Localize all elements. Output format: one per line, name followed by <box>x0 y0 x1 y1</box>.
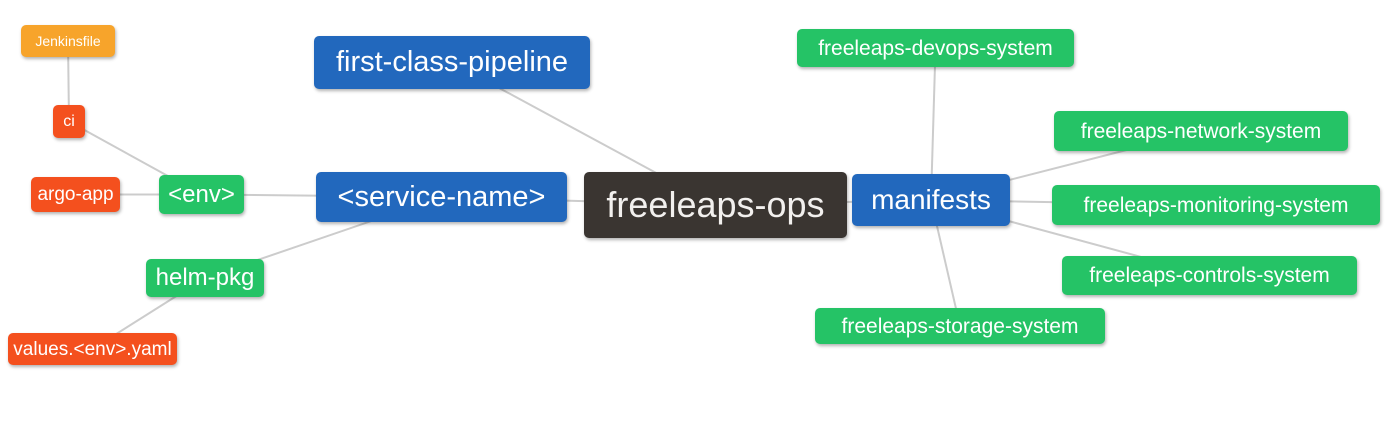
node-env[interactable]: <env> <box>159 175 244 214</box>
node-controls-system[interactable]: freeleaps-controls-system <box>1062 256 1357 295</box>
node-manifests[interactable]: manifests <box>852 174 1010 226</box>
node-first-class-pipeline[interactable]: first-class-pipeline <box>314 36 590 89</box>
node-argo-app[interactable]: argo-app <box>31 177 120 212</box>
node-helm-pkg[interactable]: helm-pkg <box>146 259 264 297</box>
node-ci[interactable]: ci <box>53 105 85 138</box>
node-service-name[interactable]: <service-name> <box>316 172 567 222</box>
node-network-system[interactable]: freeleaps-network-system <box>1054 111 1348 151</box>
node-storage-system[interactable]: freeleaps-storage-system <box>815 308 1105 344</box>
node-monitoring-system[interactable]: freeleaps-monitoring-system <box>1052 185 1380 225</box>
node-jenkinsfile[interactable]: Jenkinsfile <box>21 25 115 57</box>
node-devops-system[interactable]: freeleaps-devops-system <box>797 29 1074 67</box>
node-values-env-yaml[interactable]: values.<env>.yaml <box>8 333 177 365</box>
node-freeleaps-ops[interactable]: freeleaps-ops <box>584 172 847 238</box>
